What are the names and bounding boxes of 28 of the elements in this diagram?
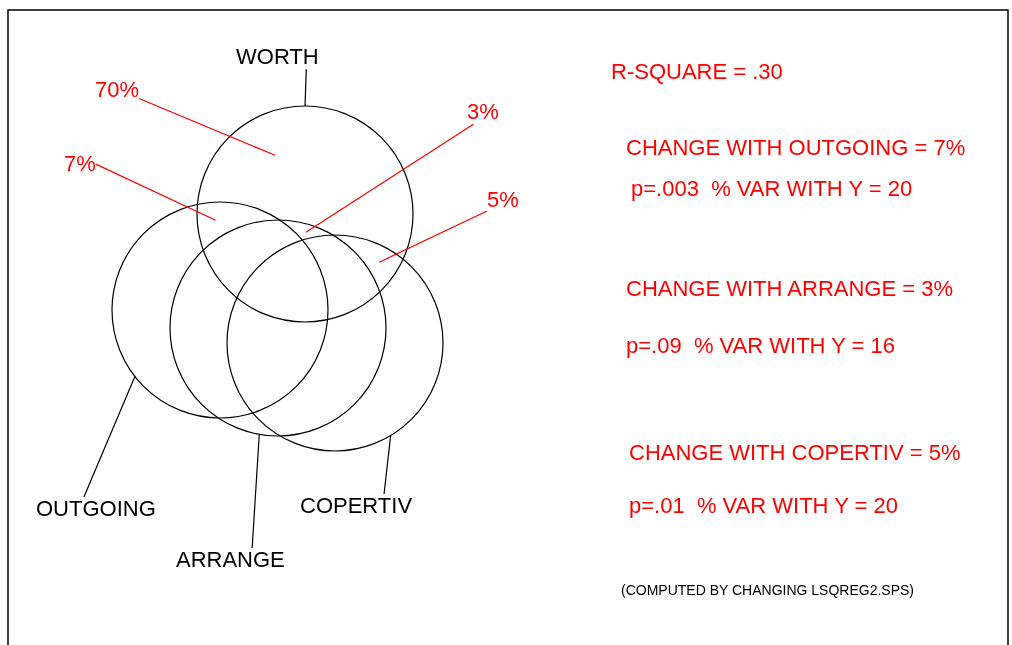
set-label: COPERTIV bbox=[300, 494, 413, 519]
leader-line bbox=[378, 210, 488, 263]
statistic-text: R-SQUARE = .30 bbox=[611, 60, 783, 85]
venn-circle bbox=[225, 233, 445, 453]
leader-line bbox=[95, 163, 217, 221]
venn-circle bbox=[195, 104, 415, 324]
statistic-text: CHANGE WITH ARRANGE = 3% bbox=[626, 277, 953, 302]
statistic-text: p=.09 % VAR WITH Y = 16 bbox=[626, 334, 896, 359]
percent-label: 3% bbox=[467, 100, 499, 125]
percent-label: 7% bbox=[64, 152, 96, 177]
set-label: WORTH bbox=[236, 45, 319, 70]
leader-line bbox=[138, 97, 276, 156]
set-label: OUTGOING bbox=[36, 497, 156, 522]
leader-line bbox=[251, 433, 260, 549]
leader-line bbox=[383, 434, 392, 495]
statistic-text: CHANGE WITH OUTGOING = 7% bbox=[626, 136, 966, 161]
set-label: ARRANGE bbox=[176, 548, 285, 573]
footnote: (COMPUTED BY CHANGING LSQREG2.SPS) bbox=[621, 583, 914, 599]
leader-line bbox=[305, 123, 474, 233]
percent-label: 5% bbox=[487, 188, 519, 213]
leader-line bbox=[304, 68, 307, 107]
leader-line bbox=[83, 375, 136, 498]
statistic-text: p=.01 % VAR WITH Y = 20 bbox=[629, 494, 899, 519]
venn-circle bbox=[110, 200, 330, 420]
percent-label: 70% bbox=[95, 78, 140, 103]
venn-circle bbox=[168, 218, 388, 438]
statistic-text: CHANGE WITH COPERTIV = 5% bbox=[629, 441, 961, 466]
statistic-text: p=.003 % VAR WITH Y = 20 bbox=[631, 177, 913, 202]
